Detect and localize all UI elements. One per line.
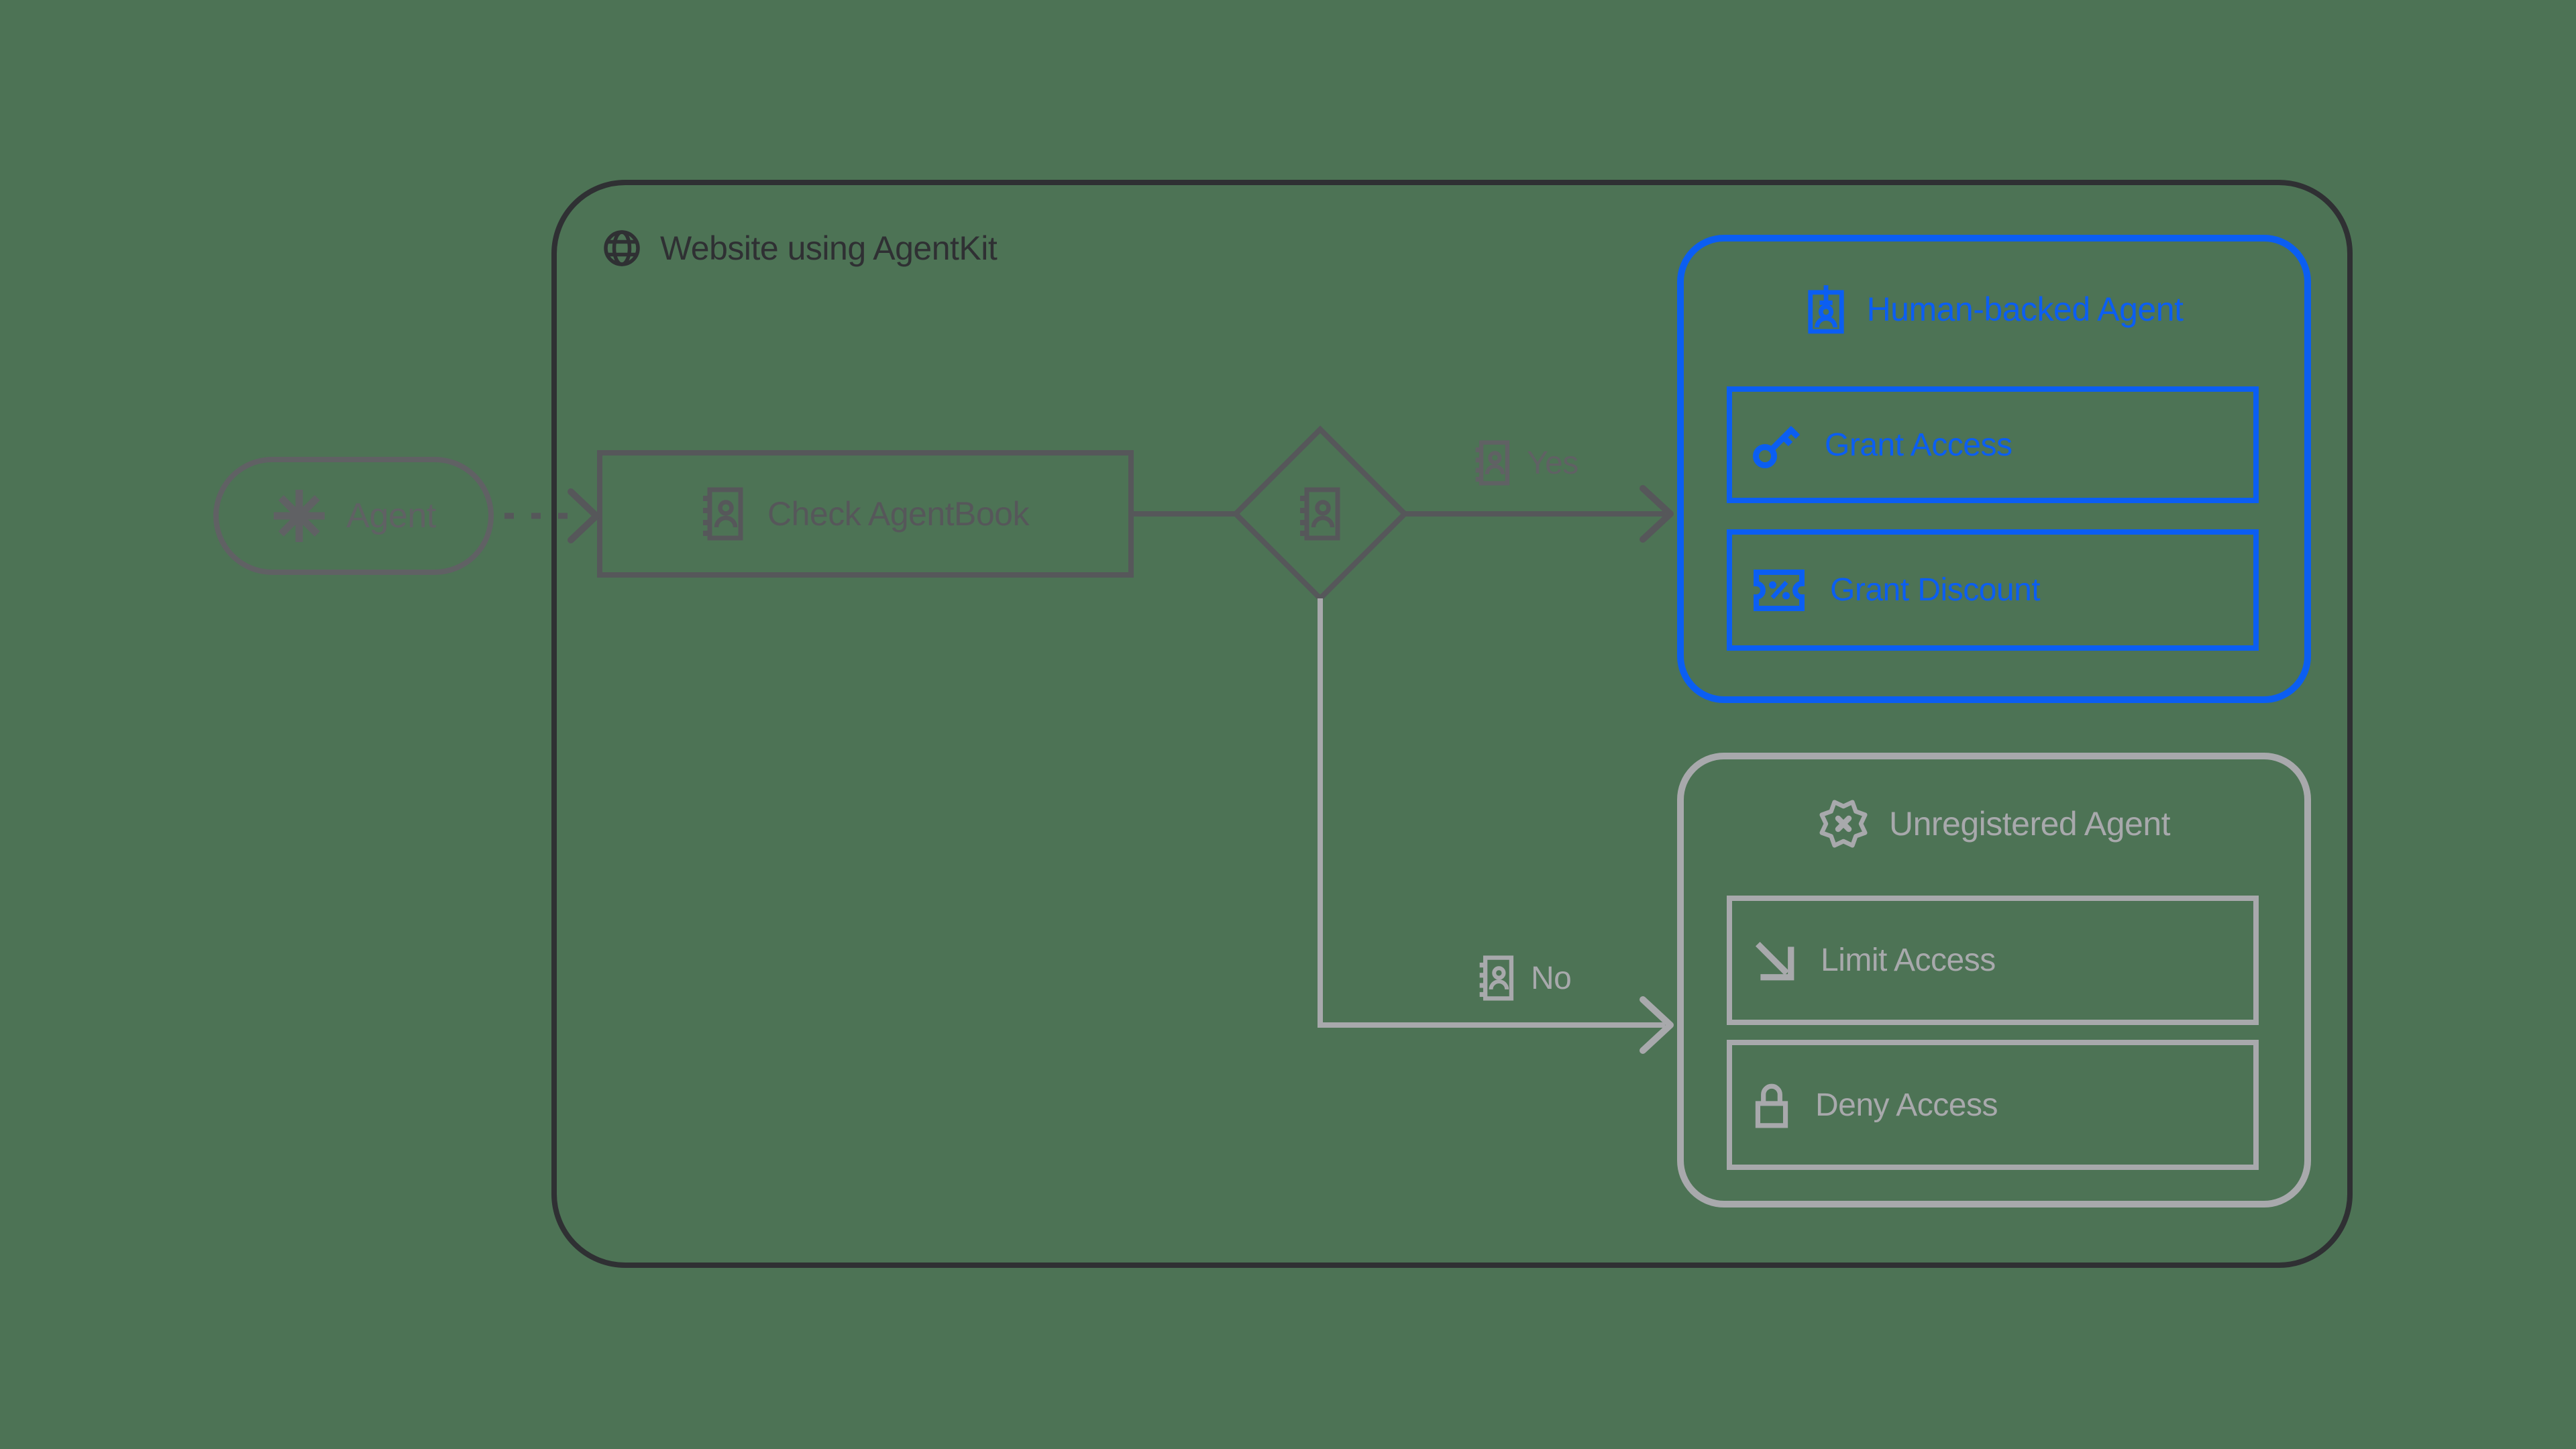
human-backed-agent-group: Human-backed Agent Grant Access Grant Di… bbox=[1677, 235, 2311, 703]
human-backed-agent-header: Human-backed Agent bbox=[1684, 283, 2304, 335]
branch-label-no: No bbox=[1479, 955, 1572, 1001]
agent-label: Agent bbox=[346, 496, 436, 535]
agent-node: Agent bbox=[213, 457, 494, 575]
limit-access-label: Limit Access bbox=[1821, 943, 1996, 978]
id-badge-icon bbox=[1807, 285, 1844, 334]
grant-access-label: Grant Access bbox=[1825, 427, 2012, 463]
branch-no-label: No bbox=[1531, 960, 1572, 996]
padlock-icon bbox=[1755, 1083, 1788, 1128]
grant-discount-label: Grant Discount bbox=[1830, 572, 2041, 608]
address-book-icon bbox=[1479, 955, 1514, 1001]
decision-node-icon bbox=[1299, 487, 1342, 541]
address-book-icon bbox=[1475, 440, 1510, 486]
key-icon bbox=[1753, 425, 1801, 468]
branch-label-yes: Yes bbox=[1474, 440, 1578, 486]
grant-access-box: Grant Access bbox=[1727, 386, 2259, 503]
seal-x-icon bbox=[1819, 800, 1868, 848]
unregistered-agent-header: Unregistered Agent bbox=[1684, 798, 2304, 849]
coupon-percent-icon bbox=[1754, 569, 1805, 611]
limit-access-box: Limit Access bbox=[1727, 896, 2259, 1025]
human-backed-agent-title: Human-backed Agent bbox=[1866, 290, 2184, 328]
website-title-text: Website using AgentKit bbox=[660, 229, 998, 267]
deny-access-box: Deny Access bbox=[1727, 1040, 2259, 1170]
website-title: Website using AgentKit bbox=[602, 227, 998, 270]
deny-access-label: Deny Access bbox=[1815, 1087, 1998, 1123]
check-agentbook-node: Check AgentBook bbox=[597, 450, 1134, 578]
branch-yes-label: Yes bbox=[1527, 445, 1578, 481]
address-book-icon bbox=[1300, 487, 1340, 541]
address-book-icon bbox=[703, 487, 743, 541]
globe-icon bbox=[604, 230, 640, 266]
asterisk-spark-icon bbox=[274, 490, 325, 542]
unregistered-agent-group: Unregistered Agent Limit Access Deny Acc… bbox=[1677, 753, 2311, 1208]
grant-discount-box: Grant Discount bbox=[1727, 529, 2259, 651]
website-container bbox=[551, 180, 2353, 1268]
check-agentbook-label: Check AgentBook bbox=[767, 495, 1030, 533]
arrow-down-right-icon bbox=[1755, 941, 1794, 980]
unregistered-agent-title: Unregistered Agent bbox=[1888, 805, 2171, 843]
